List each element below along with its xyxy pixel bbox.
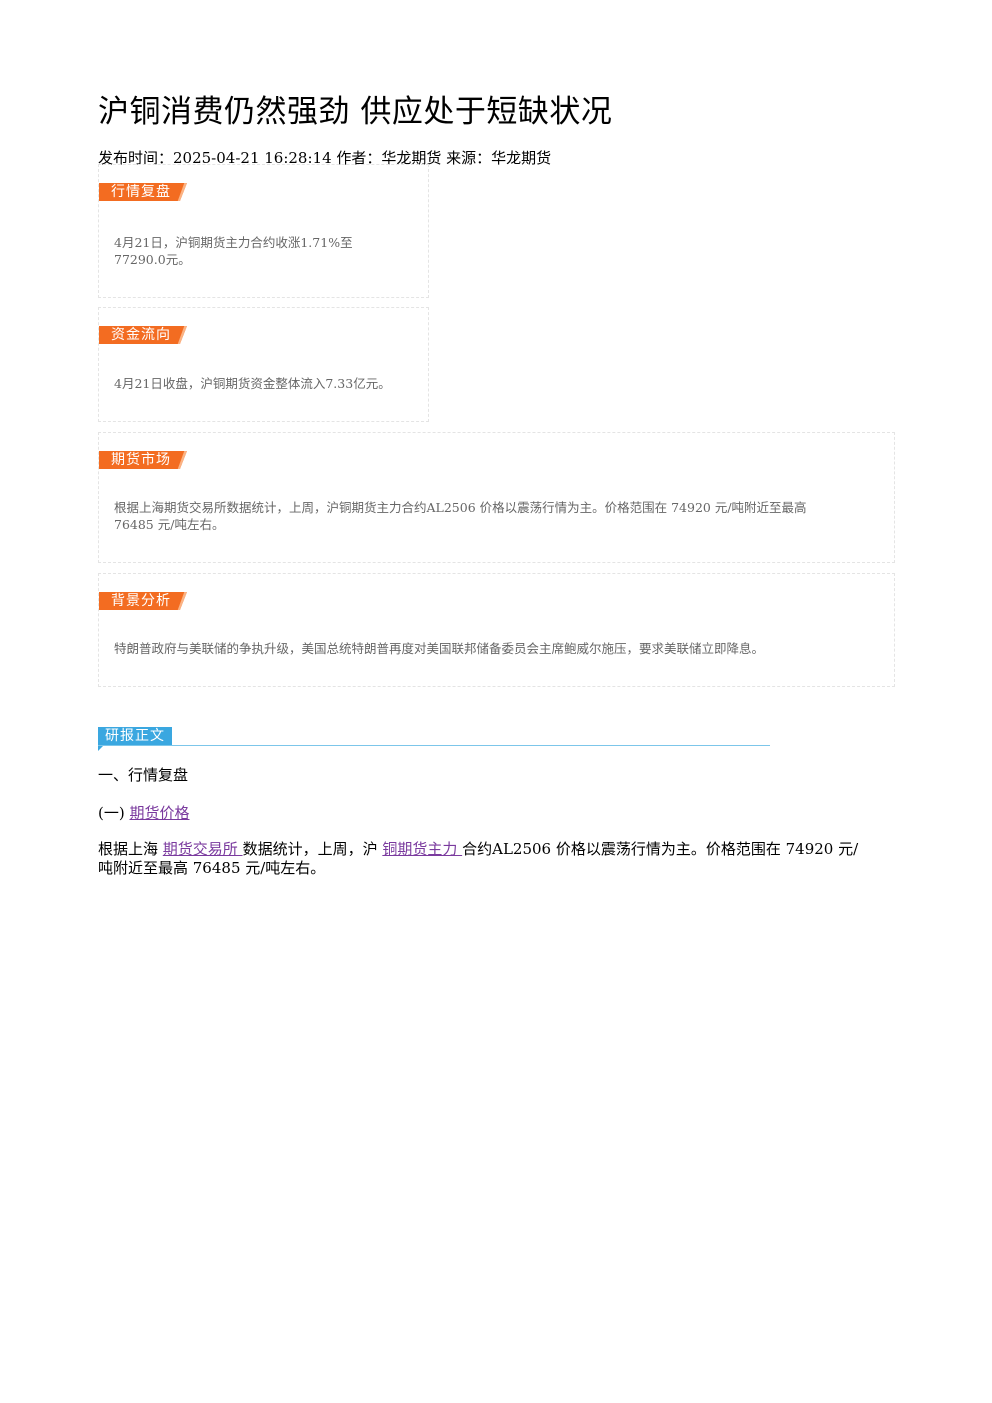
para-text: 吨附近至最高 76485 元/吨左右。 <box>98 859 326 877</box>
card-text: 特朗普政府与美联储的争执升级，美国总统特朗普再度对美国联邦储备委员会主席鲍威尔施… <box>114 640 874 657</box>
sub-heading-prefix: (一) <box>98 804 130 822</box>
body-paragraph: 根据上海 期货交易所 数据统计，上周，沪 铜期货主力 合约AL2506 价格以震… <box>98 840 898 878</box>
report-banner: 研报正文 <box>98 727 770 751</box>
summary-card-fund-flow: 资金流向 4月21日收盘，沪铜期货资金整体流入7.33亿元。 <box>98 307 429 422</box>
card-tag: 背景分析 <box>99 592 187 610</box>
card-text-line: 4月21日，沪铜期货主力合约收涨1.71%至 <box>114 235 353 250</box>
article-meta: 发布时间：2025-04-21 16:28:14 作者：华龙期货 来源：华龙期货 <box>98 149 552 167</box>
card-tag: 行情复盘 <box>99 183 187 201</box>
report-banner-divider <box>98 745 770 746</box>
para-text: 合约AL2506 价格以震荡行情为主。价格范围在 74920 元/ <box>462 840 859 858</box>
futures-price-link[interactable]: 期货价格 <box>129 804 190 822</box>
card-text-line: 根据上海期货交易所数据统计，上周，沪铜期货主力合约AL2506 价格以震荡行情为… <box>114 500 807 515</box>
card-text-line: 77290.0元。 <box>114 252 191 267</box>
card-text: 根据上海期货交易所数据统计，上周，沪铜期货主力合约AL2506 价格以震荡行情为… <box>114 499 874 533</box>
card-tag: 期货市场 <box>99 451 187 469</box>
card-text-line: 4月21日收盘，沪铜期货资金整体流入7.33亿元。 <box>114 376 391 391</box>
summary-card-background: 背景分析 特朗普政府与美联储的争执升级，美国总统特朗普再度对美国联邦储备委员会主… <box>98 573 895 687</box>
summary-card-futures-market: 期货市场 根据上海期货交易所数据统计，上周，沪铜期货主力合约AL2506 价格以… <box>98 432 895 563</box>
page-title: 沪铜消费仍然强劲 供应处于短缺状况 <box>98 94 613 130</box>
futures-exchange-link[interactable]: 期货交易所 <box>162 840 243 858</box>
card-text-line: 76485 元/吨左右。 <box>114 517 225 532</box>
report-banner-tag: 研报正文 <box>98 727 172 751</box>
card-text: 4月21日收盘，沪铜期货资金整体流入7.33亿元。 <box>114 375 391 392</box>
para-text: 数据统计，上周，沪 <box>242 840 383 858</box>
section-heading: 一、行情复盘 <box>98 766 189 784</box>
card-tag: 资金流向 <box>99 326 187 344</box>
card-text-line: 特朗普政府与美联储的争执升级，美国总统特朗普再度对美国联邦储备委员会主席鲍威尔施… <box>114 641 765 656</box>
sub-heading: (一) 期货价格 <box>98 802 190 823</box>
card-text: 4月21日，沪铜期货主力合约收涨1.71%至 77290.0元。 <box>114 234 353 268</box>
summary-card-market-review: 行情复盘 4月21日，沪铜期货主力合约收涨1.71%至 77290.0元。 <box>98 164 429 298</box>
copper-futures-main-link[interactable]: 铜期货主力 <box>382 840 463 858</box>
para-text: 根据上海 <box>98 840 163 858</box>
